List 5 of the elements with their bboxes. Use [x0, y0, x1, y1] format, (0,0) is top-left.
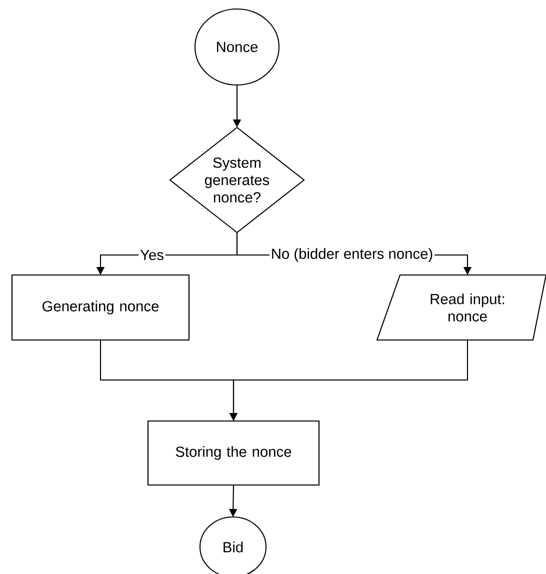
edge-label: No (bidder enters nonce) — [270, 246, 434, 264]
input-parallelogram: Read input: nonce — [376, 274, 546, 341]
edge-label: Yes — [138, 248, 166, 262]
process-box: Generating nonce — [11, 274, 190, 341]
process-box: Storing the nonce — [147, 420, 320, 486]
